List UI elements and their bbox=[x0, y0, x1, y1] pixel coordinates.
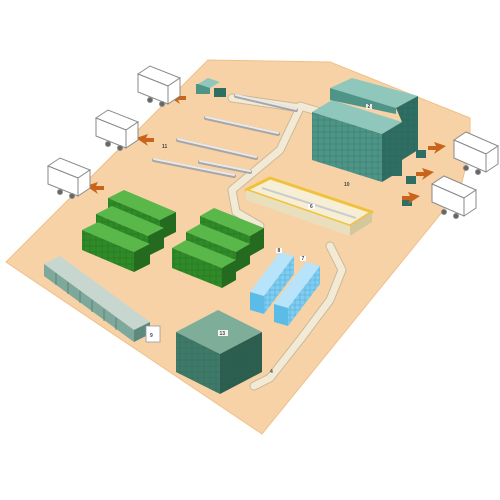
automated-storage-back bbox=[330, 78, 418, 160]
green-rack-group-left bbox=[82, 190, 176, 272]
picking-lines-top bbox=[153, 94, 297, 176]
box-building-label: 13 bbox=[220, 331, 226, 337]
blue-unit-a: 8 bbox=[250, 248, 294, 314]
automated-storage-main bbox=[312, 100, 402, 182]
green-rack-group-right bbox=[172, 208, 264, 288]
delivery-truck-icon bbox=[430, 131, 500, 219]
dock-station-right bbox=[392, 150, 426, 206]
conveyor-11-label: 11 bbox=[162, 144, 168, 150]
conveyor-4-label: 4 bbox=[270, 369, 273, 375]
truck-left-3 bbox=[46, 157, 92, 199]
truck-right-1 bbox=[452, 131, 500, 175]
truck-left-2 bbox=[94, 109, 140, 151]
flow-rack-line: 9 bbox=[44, 256, 161, 343]
station-9-label: 9 bbox=[150, 333, 153, 339]
blue-unit-a-label: 8 bbox=[278, 248, 281, 254]
storage-back-label: 2 bbox=[368, 104, 371, 110]
green-rack-3 bbox=[82, 222, 150, 272]
truck-left-1 bbox=[136, 65, 182, 107]
dock-10-label: 10 bbox=[344, 182, 350, 188]
storage-label-box bbox=[366, 104, 372, 109]
green-rack-6 bbox=[172, 240, 236, 288]
blue-unit-b-label: 7 bbox=[302, 256, 305, 262]
box-building-13: 13 bbox=[176, 310, 262, 394]
delivery-truck-icon bbox=[46, 65, 182, 199]
truck-right-2 bbox=[430, 175, 478, 219]
loop-sorter: 6 bbox=[244, 176, 374, 236]
blue-unit-b: 7 bbox=[274, 256, 320, 326]
sorter-label: 6 bbox=[310, 204, 313, 210]
dock-station-top bbox=[196, 78, 226, 97]
